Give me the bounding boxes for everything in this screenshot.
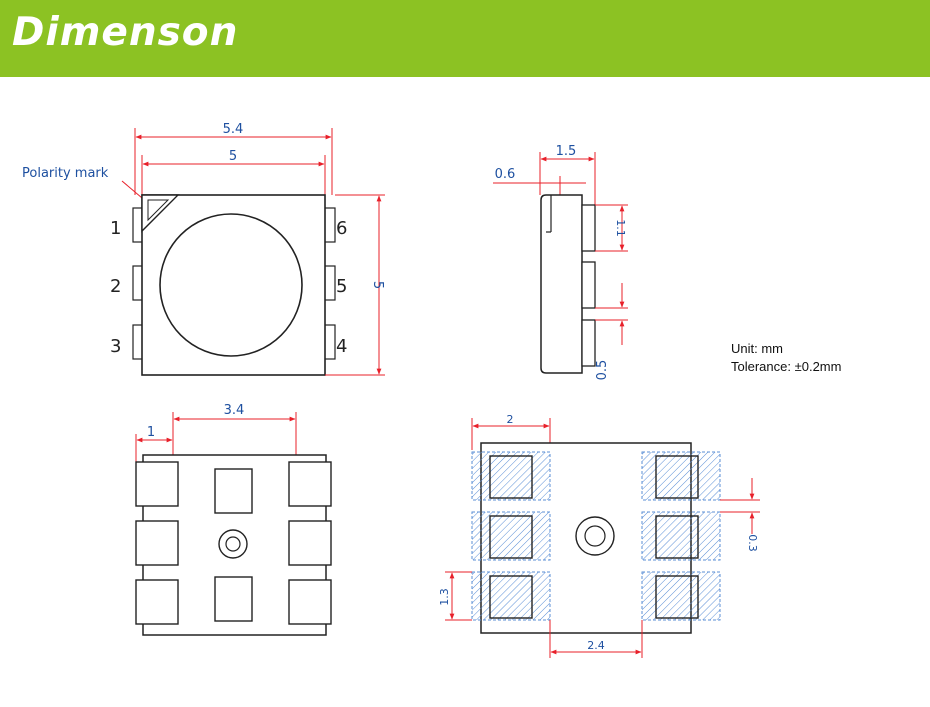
footprint-pad (655, 515, 699, 559)
dim-label-fp-spacing: 0.3 (746, 534, 759, 552)
bottom-pad (288, 579, 332, 625)
bottom-pad (288, 461, 332, 507)
pin-number-left: 3 (110, 336, 121, 357)
dim-label-width-body: 5 (229, 149, 237, 164)
tolerance-note: Tolerance: ±0.2mm (731, 359, 841, 374)
led-lens (159, 213, 303, 357)
pin-number-left: 2 (110, 276, 121, 297)
pin-number-left: 1 (110, 218, 121, 239)
header-banner: Dimenson (0, 0, 930, 77)
dim-label-height: 5 (370, 281, 385, 289)
dim-label-pad-height: 1.1 (614, 219, 627, 237)
pin-number-right: 6 (336, 218, 347, 239)
dim-label-edge: 1 (147, 425, 155, 440)
footprint-pad (655, 575, 699, 619)
side-pad (581, 319, 596, 367)
center-pad (214, 576, 253, 622)
pin-number-right: 4 (336, 336, 347, 357)
dim-label-fp-pad-width: 2 (507, 413, 514, 426)
page-title: Dimenson (12, 10, 239, 55)
footprint-pad (489, 575, 533, 619)
dim-label-fp-center-gap: 2.4 (587, 639, 605, 652)
land-pads (471, 451, 721, 621)
footprint-pad (655, 455, 699, 499)
unit-note: Unit: mm (731, 341, 783, 356)
side-pad (581, 261, 596, 309)
polarity-mark-triangle (141, 194, 180, 233)
top-view: 5.4 5 Polarity mark 1 2 3 6 5 4 (22, 122, 385, 376)
bottom-pad (135, 520, 179, 566)
side-body (540, 194, 583, 374)
polarity-label: Polarity mark (22, 166, 109, 181)
dim-label-pad-span: 3.4 (224, 403, 245, 418)
bottom-view: 3.4 1 (135, 403, 332, 636)
bottom-pad (135, 579, 179, 625)
center-pad (214, 468, 253, 514)
footprint-pad (489, 515, 533, 559)
bottom-pad (135, 461, 179, 507)
bottom-pad (288, 520, 332, 566)
dim-label-width-outer: 5.4 (223, 122, 244, 137)
footprint-view: 2 0.3 1.3 (438, 413, 760, 658)
dim-label-lens: 0.6 (495, 167, 516, 182)
footprint-pad (489, 455, 533, 499)
side-pad (581, 204, 596, 252)
dim-label-depth: 1.5 (556, 144, 577, 159)
pin-number-right: 5 (336, 276, 347, 297)
dim-label-fp-pad-height: 1.3 (438, 588, 451, 606)
side-view: 1.5 0.6 1.1 0.5 (493, 144, 628, 380)
dim-label-pad-gap: 0.5 (595, 360, 610, 381)
